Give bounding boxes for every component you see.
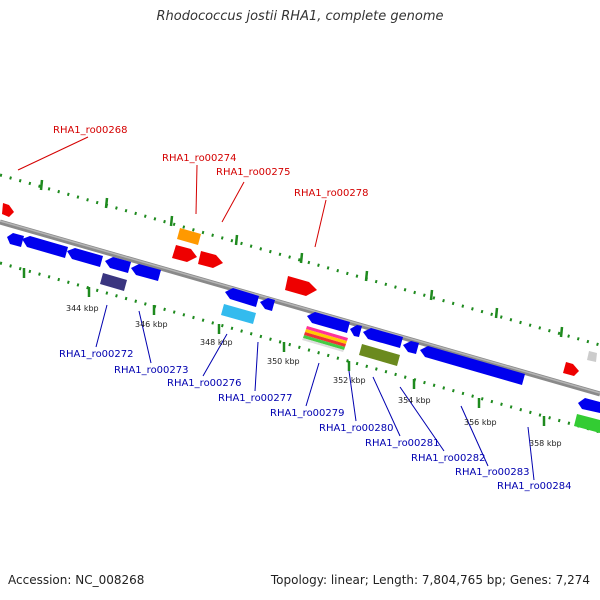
leader-line [305, 362, 320, 407]
reverse-genes [7, 233, 600, 433]
major-tick [429, 289, 434, 301]
gene-label[interactable]: RHA1_ro00277 [218, 393, 293, 404]
gene-stack-band [305, 329, 347, 344]
gene-label[interactable]: RHA1_ro00276 [167, 378, 242, 389]
gene-RHA1_ro00276[interactable] [221, 304, 256, 324]
tick-label: 348 kbp [200, 338, 233, 347]
bottom-labels: RHA1_ro00272 RHA1_ro00273 RHA1_ro00276 R… [59, 349, 572, 492]
leader-line [314, 199, 327, 248]
gene-label[interactable]: RHA1_ro00284 [497, 481, 572, 492]
leader-line [17, 136, 89, 171]
gene-reverse[interactable] [105, 257, 131, 273]
gene-label[interactable]: RHA1_ro00278 [294, 188, 369, 199]
lower-tick-row [0, 261, 600, 434]
gene-reverse[interactable] [403, 341, 419, 354]
gene-label[interactable]: RHA1_ro00268 [53, 125, 128, 136]
gene-stack-band [304, 332, 346, 347]
map-title: Rhodococcus jostii RHA1, complete genome [156, 9, 444, 24]
leader-line [527, 426, 535, 481]
major-tick [39, 179, 44, 191]
accession-text: Accession: NC_008268 [8, 573, 145, 587]
gene-RHA1_ro00272[interactable] [100, 273, 127, 291]
major-tick [299, 252, 304, 264]
gene-RHA1_ro00279[interactable] [307, 312, 350, 333]
gene-RHA1_ro00268[interactable] [2, 203, 14, 217]
major-tick [559, 326, 564, 338]
gene-reverse[interactable] [67, 248, 103, 267]
major-tick [494, 307, 499, 319]
tick-label: 352 kbp [333, 376, 366, 385]
gene-label[interactable]: RHA1_ro00273 [114, 365, 189, 376]
bottom-leader-lines [95, 304, 535, 481]
gene-stack-multicolor[interactable] [302, 326, 348, 352]
gene-label[interactable]: RHA1_ro00280 [319, 423, 394, 434]
lower-minor-ticks [0, 261, 600, 434]
leader-line [254, 341, 259, 392]
gene-reverse[interactable] [22, 236, 68, 258]
top-leader-lines [17, 136, 327, 248]
genome-backbone-highlight [0, 220, 600, 394]
gene-label[interactable]: RHA1_ro00274 [162, 153, 237, 164]
leader-line [372, 376, 401, 437]
gene-RHA1_ro00274[interactable] [177, 228, 201, 245]
gene-RHA1_ro00282[interactable] [420, 346, 525, 385]
upper-tick-row [0, 173, 600, 347]
gene-forward-edge[interactable] [563, 362, 579, 376]
forward-genes [2, 203, 597, 376]
leader-line [195, 164, 198, 215]
gene-RHA1_ro00284[interactable] [574, 414, 600, 433]
tick-labels: 344 kbp 346 kbp 348 kbp 350 kbp 352 kbp … [66, 304, 562, 448]
tick-label: 344 kbp [66, 304, 99, 313]
gene-RHA1_ro00278[interactable] [285, 276, 317, 296]
top-labels: RHA1_ro00268 RHA1_ro00274 RHA1_ro00275 R… [53, 125, 369, 199]
upper-minor-ticks [0, 173, 600, 347]
tick-label: 358 kbp [529, 439, 562, 448]
tick-label: 350 kbp [267, 357, 300, 366]
gene-label[interactable]: RHA1_ro00279 [270, 408, 345, 419]
gene-reverse[interactable] [7, 233, 24, 247]
gene-RHA1_ro00280[interactable] [363, 328, 403, 348]
gene-label[interactable]: RHA1_ro00272 [59, 349, 134, 360]
gene-label[interactable]: RHA1_ro00282 [411, 453, 486, 464]
major-ticks [22, 179, 564, 426]
gene-reverse-edge[interactable] [578, 398, 600, 413]
gene-RHA1_ro00281[interactable] [359, 344, 400, 366]
leader-line [348, 370, 357, 422]
leader-line [460, 405, 489, 467]
gene-reverse[interactable] [131, 264, 161, 281]
major-tick [364, 270, 369, 282]
genome-summary-text: Topology: linear; Length: 7,804,765 bp; … [270, 573, 590, 587]
gene-forward-gray[interactable] [587, 351, 597, 362]
major-tick [234, 234, 239, 246]
gene-label[interactable]: RHA1_ro00275 [216, 167, 291, 178]
leader-line [221, 181, 245, 223]
gene-stack-band [306, 326, 348, 341]
major-tick [104, 197, 109, 209]
leader-line [138, 310, 152, 364]
gene-label[interactable]: RHA1_ro00281 [365, 438, 440, 449]
major-tick [169, 215, 174, 227]
leader-line [202, 333, 228, 377]
gene-reverse[interactable] [225, 288, 259, 307]
gene-RHA1_ro00275[interactable] [172, 245, 197, 262]
gene-stack-band [302, 338, 344, 352]
tick-label: 354 kbp [398, 396, 431, 405]
leader-line [399, 386, 445, 452]
gene-RHA1_ro00275b[interactable] [198, 251, 223, 268]
genome-backbone [0, 219, 600, 397]
tick-label: 346 kbp [135, 320, 168, 329]
tick-label: 356 kbp [464, 418, 497, 427]
gene-reverse[interactable] [350, 325, 362, 337]
leader-line [95, 304, 108, 348]
gene-label[interactable]: RHA1_ro00283 [455, 467, 530, 478]
gene-reverse[interactable] [260, 298, 275, 311]
gene-stack-band [303, 335, 345, 350]
